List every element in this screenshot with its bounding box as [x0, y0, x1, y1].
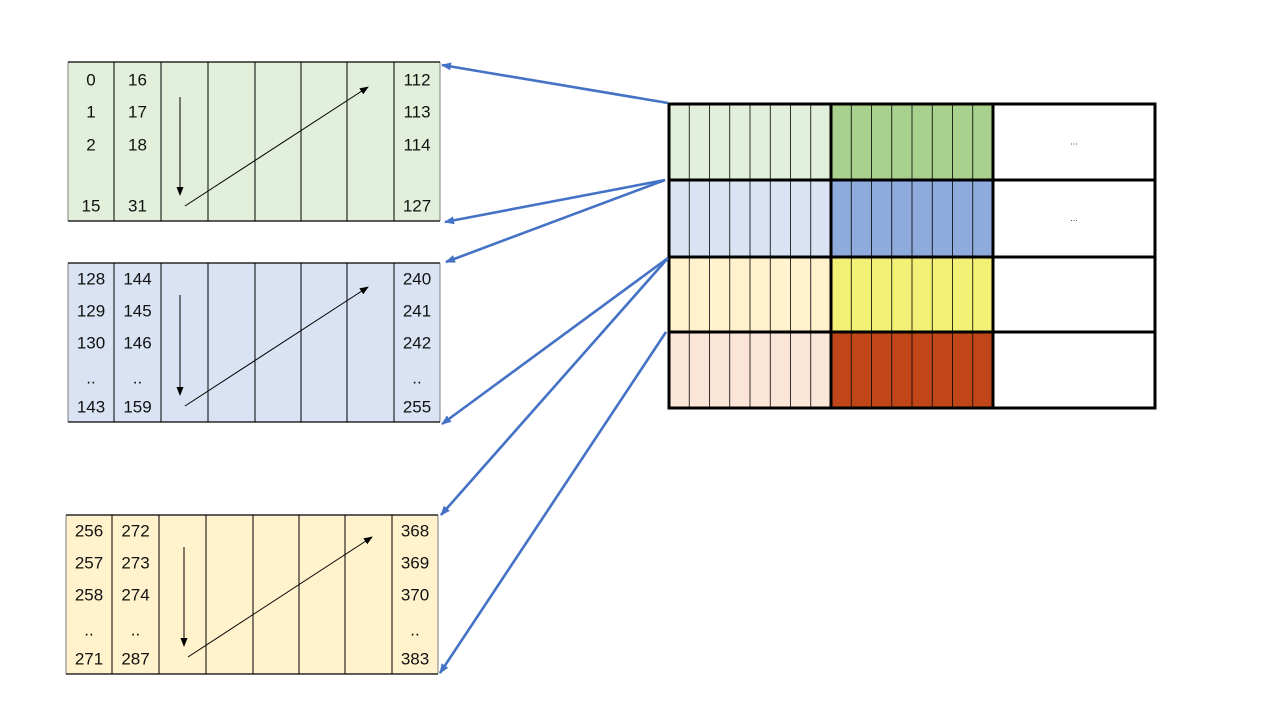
index-label: 16 — [128, 70, 147, 89]
index-label: 18 — [128, 135, 147, 154]
index-label: 114 — [403, 135, 430, 154]
index-label: 271 — [75, 649, 103, 668]
index-label: 370 — [401, 585, 429, 604]
panels: 0121516171831112113114127128129130..1431… — [65, 61, 441, 675]
connector-arrow — [441, 256, 669, 426]
panel-blue: 128 129 130.. 143 144 145 146.. 159 240 241 242.. 2… — [67, 262, 441, 423]
index-label: 369 — [401, 553, 429, 572]
index-label: 130 — [77, 333, 105, 352]
connector-arrow — [440, 257, 669, 516]
panel-background — [68, 62, 440, 221]
index-label: 143 — [77, 397, 105, 416]
index-label: 2 — [86, 135, 95, 154]
index-label: .. — [133, 368, 142, 387]
ellipsis-label: ... — [1070, 213, 1078, 223]
grid-row — [669, 332, 1155, 408]
panel-background — [66, 515, 438, 674]
index-label: 31 — [128, 196, 147, 215]
panel-yellow: 256 257 258.. 271 272 273 274.. 287 368 369 370.. 3… — [65, 514, 439, 675]
index-label: .. — [131, 620, 140, 639]
index-label: 273 — [121, 553, 149, 572]
panel-green: 0 1 2 15 16 17 18 31 112 113 114 127 — [67, 61, 441, 222]
index-label: 127 — [403, 196, 431, 215]
diagonal-order-arrow — [187, 536, 373, 658]
index-label: 287 — [121, 649, 149, 668]
index-label: 144 — [123, 269, 151, 288]
empty-block — [993, 332, 1155, 408]
index-label: 128 — [77, 269, 105, 288]
index-label: 145 — [123, 301, 151, 320]
tile-grid: ...... — [667, 102, 1157, 410]
index-label: 272 — [121, 521, 149, 540]
connector-arrow — [438, 331, 668, 674]
index-label: 17 — [128, 102, 147, 121]
ellipsis-label: ... — [1070, 136, 1078, 146]
index-label: 112 — [403, 70, 430, 89]
connector-arrow — [444, 178, 666, 225]
index-label: .. — [86, 368, 95, 387]
index-label: 240 — [403, 269, 431, 288]
connector-arrow — [441, 62, 669, 105]
index-label: 257 — [75, 553, 103, 572]
index-label: 242 — [403, 333, 431, 352]
index-label: 113 — [403, 102, 430, 121]
connectors — [438, 62, 669, 674]
index-label: .. — [410, 620, 419, 639]
index-label: 256 — [75, 521, 103, 540]
index-label: 258 — [75, 585, 103, 604]
panel-background — [68, 263, 440, 422]
index-label: 274 — [121, 585, 149, 604]
grid-row: ... — [669, 180, 1155, 257]
empty-block — [993, 257, 1155, 332]
grid-row: ... — [669, 104, 1155, 180]
index-label: 255 — [403, 397, 431, 416]
empty-block — [993, 180, 1155, 257]
index-label: 383 — [401, 649, 429, 668]
index-label: 146 — [123, 333, 151, 352]
grid-row — [669, 257, 1155, 332]
index-label: 0 — [86, 70, 95, 89]
index-label: .. — [84, 620, 93, 639]
index-label: 241 — [403, 301, 431, 320]
index-label: 159 — [123, 397, 151, 416]
connector-arrow — [445, 178, 666, 264]
index-label: 15 — [82, 196, 101, 215]
empty-block — [993, 104, 1155, 180]
index-label: 368 — [401, 521, 429, 540]
index-label: 129 — [77, 301, 105, 320]
index-label: .. — [412, 368, 421, 387]
index-label: 1 — [86, 102, 95, 121]
diagonal-order-arrow — [184, 86, 369, 207]
diagonal-order-arrow — [184, 286, 369, 407]
